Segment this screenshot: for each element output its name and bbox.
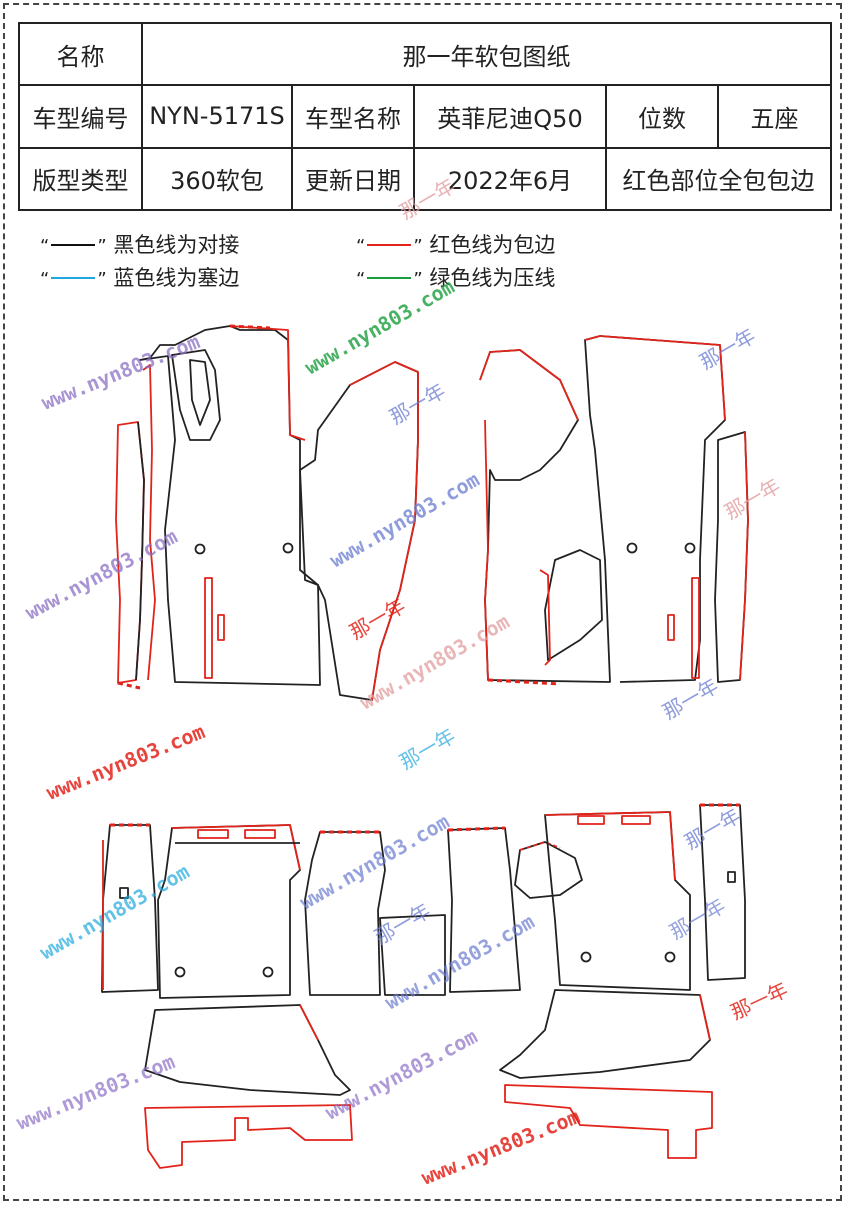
watermark-site: www.nyn803.com [301, 274, 459, 379]
watermark-brand: 那一年 [346, 594, 410, 645]
piece-floor-right [499, 989, 711, 1079]
dashed-page-border [3, 3, 842, 1201]
watermark-brand: 那一年 [666, 894, 730, 945]
piece-left-inner-flap [171, 349, 221, 441]
label-model-code: 车型编号 [18, 84, 143, 149]
piece-floor-left [144, 1004, 351, 1096]
red-line-swatch [367, 244, 412, 246]
pattern-type: 360软包 [141, 146, 293, 212]
legend-green: “” 绿色线为压线 [356, 266, 556, 290]
update-date: 2022年6月 [413, 146, 607, 212]
piece-rear-seat-back [157, 824, 301, 999]
watermark-site: www.nyn803.com [36, 859, 194, 964]
legend-red-text: 红色线为包边 [429, 233, 556, 257]
watermark-site: www.nyn803.com [321, 1024, 481, 1124]
row-pattern: 版型类型 360软包 更新日期 2022年6月 红色部位全包包边 [18, 146, 832, 212]
green-line-swatch [367, 277, 412, 279]
piece-sill-left [144, 1104, 353, 1169]
legend-green-text: 绿色线为压线 [429, 266, 556, 290]
legend-blue-text: 蓝色线为塞边 [113, 266, 240, 290]
piece-rear-seat-right [544, 811, 691, 991]
seats: 五座 [717, 84, 832, 149]
watermark-site: www.nyn803.com [21, 524, 181, 624]
watermark-brand: 那一年 [371, 899, 435, 950]
spec-table: 名称 那一年软包图纸 车型编号 NYN-5171S 车型名称 英菲尼迪Q50 位… [18, 21, 832, 212]
row-model: 车型编号 NYN-5171S 车型名称 英菲尼迪Q50 位数 五座 [18, 84, 832, 149]
watermark-brand: 那一年 [396, 724, 460, 775]
watermark-brand: 那一年 [396, 174, 460, 225]
watermark-site: www.nyn803.com [296, 809, 454, 914]
label-model-name: 车型名称 [291, 84, 415, 149]
piece-front-right-main [479, 335, 726, 683]
watermark-site: www.nyn803.com [418, 1104, 583, 1189]
piece-front-left-main [139, 325, 321, 686]
label-seats: 位数 [605, 84, 719, 149]
watermark-site: www.nyn803.com [13, 1049, 178, 1134]
label-name: 名称 [18, 21, 143, 87]
drawing-name: 那一年软包图纸 [141, 21, 832, 87]
watermark-site: www.nyn803.com [43, 719, 208, 804]
watermark-brand: 那一年 [696, 324, 760, 375]
blue-line-swatch [51, 277, 96, 279]
watermark-brand: 那一年 [681, 804, 745, 855]
legend-black: “” 黑色线为对接 [40, 233, 240, 257]
model-code: NYN-5171S [141, 84, 293, 149]
piece-sill-right [504, 1084, 713, 1159]
row-name: 名称 那一年软包图纸 [18, 21, 832, 87]
watermark-brand: 那一年 [721, 474, 785, 525]
watermark-site: www.nyn803.com [326, 467, 484, 572]
legend-black-text: 黑色线为对接 [113, 233, 240, 257]
label-pattern-type: 版型类型 [18, 146, 143, 212]
black-line-swatch [51, 244, 96, 246]
watermark-brand: 那一年 [727, 977, 792, 1024]
watermark-layer: www.nyn803.com www.nyn803.com www.nyn803… [13, 274, 583, 1189]
legend-blue: “” 蓝色线为塞边 [40, 266, 240, 290]
legend-red: “” 红色线为包边 [356, 233, 556, 257]
label-update-date: 更新日期 [291, 146, 415, 212]
piece-rear-seat-center [304, 831, 386, 996]
piece-rear-middle [379, 914, 446, 996]
model-name: 英菲尼迪Q50 [413, 84, 607, 149]
wrap-note: 红色部位全包包边 [605, 146, 832, 212]
